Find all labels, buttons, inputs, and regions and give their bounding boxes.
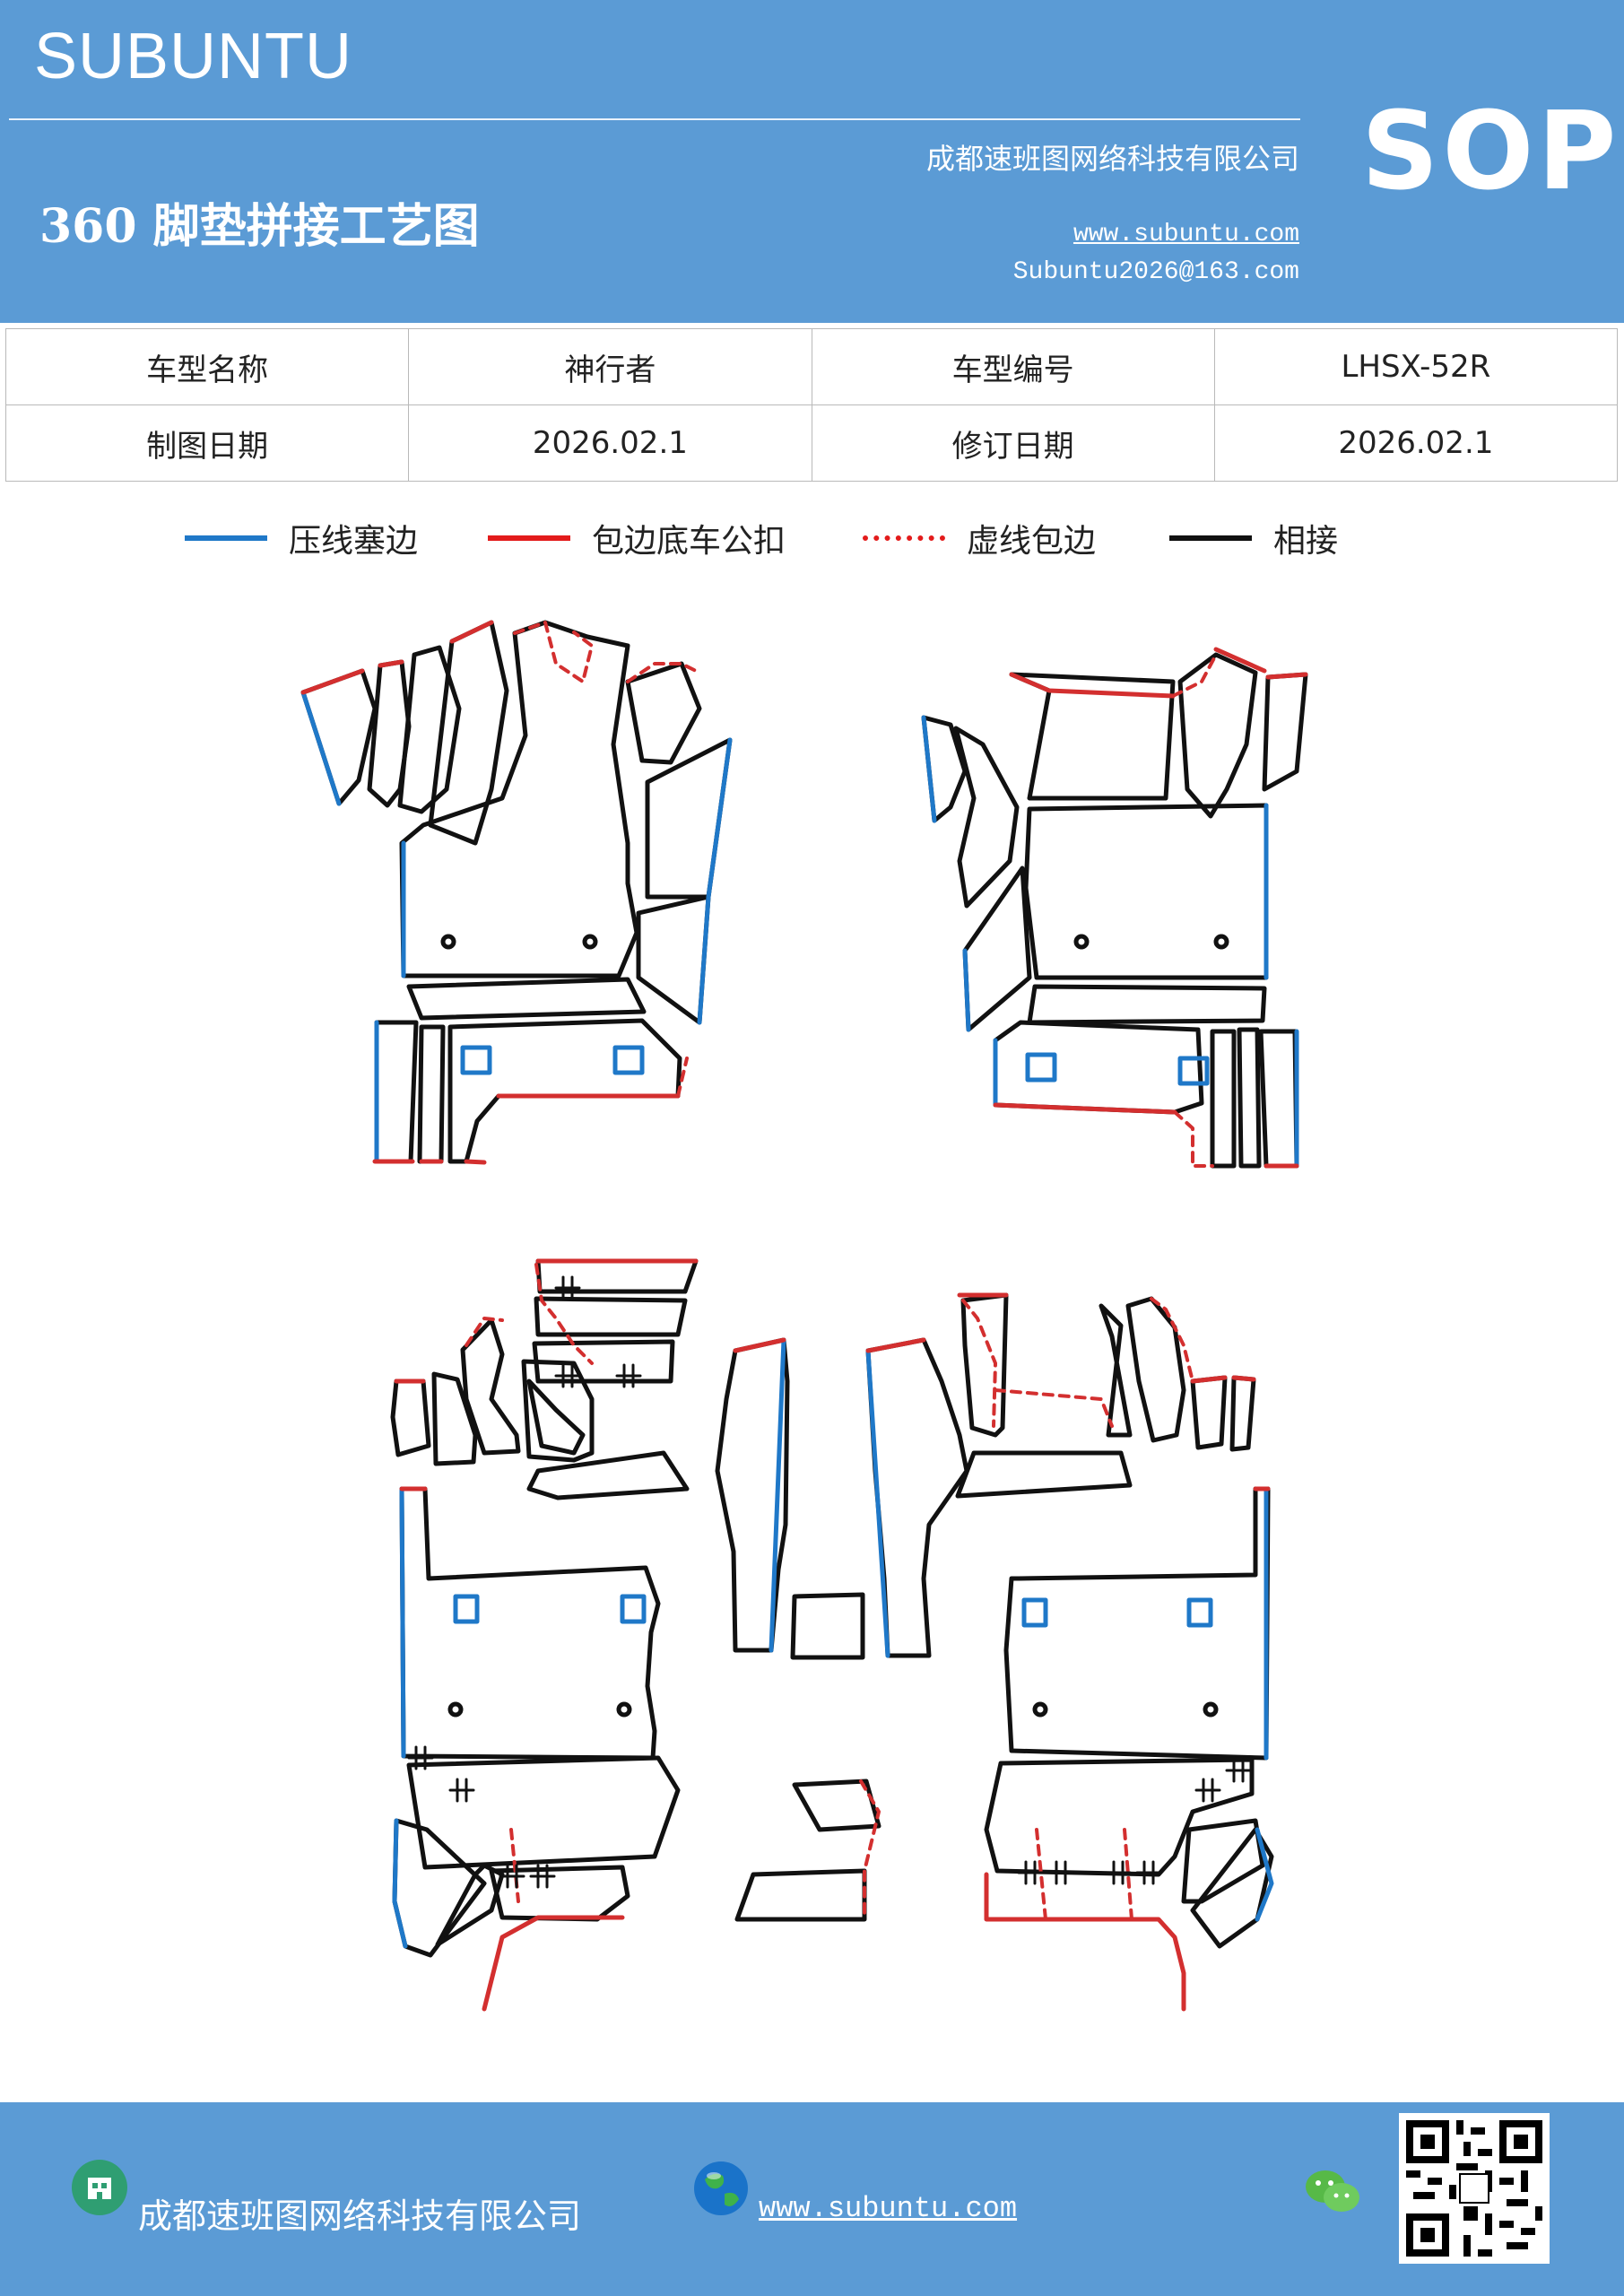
company-name: 成都速班图网络科技有限公司 [925, 142, 1299, 176]
legend-swatch [185, 535, 267, 541]
company-icon [72, 2160, 127, 2215]
vehicle-info-table: 车型名称 神行者 车型编号 LHSX-52R 制图日期 2026.02.1 修订… [4, 328, 1619, 482]
rear-left-mat-set [390, 1258, 865, 1958]
brand-logo-text: SUBUNTU [34, 21, 353, 92]
front-left-mat-set [300, 620, 733, 1164]
legend-item-dotted: 虚线包边 [863, 511, 1096, 565]
legend-label: 压线塞边 [289, 523, 419, 560]
model-code-label: 车型编号 [811, 328, 1215, 405]
draw-date-value: 2026.02.1 [408, 404, 812, 482]
header-banner: SUBUNTU SOP 成都速班图网络科技有限公司 360 脚垫拼接工艺图 ww… [0, 0, 1624, 323]
legend-swatch [863, 535, 945, 541]
revise-date-value: 2026.02.1 [1213, 404, 1619, 482]
globe-icon [694, 2161, 748, 2215]
legend-item-press: 压线塞边 [185, 511, 418, 565]
page-title: 360 脚垫拼接工艺图 [39, 199, 480, 254]
draw-date-label: 制图日期 [4, 404, 410, 482]
model-name-value: 神行者 [408, 328, 812, 405]
header-divider [9, 118, 1300, 120]
qr-code[interactable] [1399, 2113, 1550, 2264]
footer-website-link[interactable]: www.subuntu.com [759, 2192, 1018, 2225]
joint-marks [407, 1275, 1252, 1889]
wechat-icon[interactable] [1302, 2165, 1363, 2219]
red-edge-lines [300, 620, 1308, 2012]
front-right-mat-set [921, 652, 1308, 1169]
legend-swatch [1169, 535, 1252, 541]
qr-code-pattern [1399, 2113, 1550, 2264]
legend: 压线塞边 包边底车公扣 虚线包边 相接 [0, 511, 1624, 565]
website-link[interactable]: www.subuntu.com [1073, 221, 1299, 248]
legend-label: 包边底车公扣 [592, 523, 786, 560]
sop-badge: SOP [1361, 90, 1620, 214]
table-row: 车型名称 神行者 车型编号 LHSX-52R [4, 328, 1619, 405]
center-tunnel-pieces [734, 1779, 881, 1922]
legend-swatch [488, 535, 570, 541]
footer-banner: 成都速班图网络科技有限公司 www.subuntu.com [0, 2102, 1624, 2296]
dotted-edge-lines [465, 621, 1218, 1921]
table-row: 制图日期 2026.02.1 修订日期 2026.02.1 [4, 404, 1619, 482]
model-code-value: LHSX-52R [1213, 328, 1619, 405]
rear-right-mat-set [865, 1292, 1274, 1949]
revise-date-label: 修订日期 [811, 404, 1215, 482]
email-address: Subuntu2026@163.com [1012, 258, 1299, 286]
legend-label: 相接 [1273, 523, 1339, 560]
legend-label: 虚线包边 [967, 523, 1097, 560]
model-name-label: 车型名称 [4, 328, 410, 405]
footer-company-name: 成都速班图网络科技有限公司 [138, 2196, 582, 2236]
press-line-edges [300, 690, 1299, 1949]
legend-item-red-edge: 包边底车公扣 [488, 511, 786, 565]
legend-item-joint: 相接 [1169, 511, 1338, 565]
